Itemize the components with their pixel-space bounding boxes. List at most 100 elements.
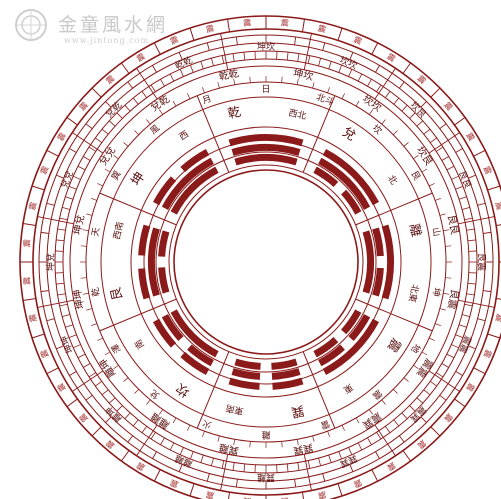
tick-mark (97, 338, 102, 341)
tick-mark (170, 74, 174, 81)
outer-cell-glyph: 震 (385, 460, 397, 472)
tick-mark (78, 166, 85, 170)
outer-cell-glyph: 震 (22, 239, 32, 248)
outer-cell-glyph: 震 (482, 165, 493, 176)
tick-mark (134, 389, 138, 393)
named-label: 風 (148, 123, 162, 137)
tick-mark (201, 61, 203, 69)
cell-divider (455, 117, 466, 125)
direction-label: 北 (385, 173, 399, 187)
cell-divider (228, 492, 230, 499)
tick-mark (95, 138, 101, 143)
cell-divider (295, 479, 296, 487)
tick-mark (250, 77, 251, 83)
tick-mark (187, 93, 190, 98)
tick-mark (146, 400, 150, 405)
tick-mark (462, 207, 470, 209)
tick-mark (91, 198, 97, 200)
trigram-line-broken (272, 378, 303, 390)
trigram-line-broken (138, 225, 150, 256)
tick-mark (211, 58, 213, 66)
cell-divider (154, 470, 160, 482)
tick-mark (468, 240, 476, 241)
tick-mark (319, 58, 321, 66)
tick-mark (467, 294, 475, 295)
outer-cell-glyph: 震 (56, 131, 68, 143)
tick-mark (125, 413, 130, 419)
cell-divider (399, 436, 404, 442)
tick-mark (467, 229, 475, 230)
tick-mark (109, 398, 115, 403)
tick-mark (442, 364, 449, 368)
cell-divider (474, 150, 486, 156)
tick-mark (124, 378, 129, 382)
tick-mark (95, 381, 101, 386)
outer-cell-glyph: 震 (352, 478, 363, 489)
pair-label: 坤坎 (257, 41, 275, 53)
pair-label: 坤坤 (70, 288, 87, 310)
tick-mark (65, 325, 73, 327)
tick-mark (105, 352, 110, 355)
named-label: 雷 (319, 417, 331, 430)
trigram-name-label: 艮 (109, 286, 126, 302)
tick-mark (83, 364, 90, 368)
pair-label: 震震 (456, 334, 473, 355)
cell-divider (440, 395, 446, 400)
tick-mark (222, 56, 224, 64)
tick-mark (329, 61, 331, 69)
named-label: 震 (370, 387, 384, 401)
cell-divider (496, 298, 501, 300)
outer-cell-glyph: 震 (482, 348, 493, 359)
cell-divider (488, 334, 500, 338)
cell-divider (190, 484, 194, 496)
tick-mark (462, 315, 470, 317)
cell-divider (128, 82, 133, 88)
tick-mark (81, 278, 87, 279)
direction-label: 西 (177, 129, 191, 143)
cell-divider (478, 319, 486, 321)
tick-mark (78, 354, 85, 358)
outer-cell-glyph: 震 (317, 490, 327, 499)
cell-divider (338, 484, 342, 496)
cell-divider (41, 291, 49, 292)
compass-ring (156, 152, 376, 372)
named-label: 澤 (110, 342, 124, 355)
outer-cell-glyph: 震 (169, 35, 180, 46)
tick-mark (459, 325, 467, 327)
cell-divider (372, 470, 378, 482)
tick-mark (62, 207, 70, 209)
tick-mark (422, 169, 427, 172)
tick-mark (394, 98, 399, 104)
tick-mark (382, 400, 386, 405)
cell-divider (323, 43, 325, 51)
trigram-line-broken (138, 268, 150, 299)
tick-mark (60, 218, 68, 220)
compass-ring (63, 59, 469, 465)
tick-mark (134, 130, 138, 134)
tick-mark (430, 138, 436, 143)
tick-mark (244, 52, 245, 60)
cell-divider (403, 63, 411, 74)
tick-mark (62, 315, 70, 317)
cell-divider (41, 232, 49, 233)
trigram-line-solid (382, 225, 394, 300)
cell-divider (236, 37, 237, 45)
outer-cell-glyph: 震 (28, 201, 39, 211)
trigram-name-label: 離 (406, 222, 423, 238)
tick-mark (83, 157, 90, 161)
tick-mark (430, 381, 436, 386)
tick-mark (308, 461, 310, 469)
tick-mark (402, 105, 407, 111)
pair-label: 離離 (173, 452, 194, 470)
trigram-name-label: 坎 (174, 380, 193, 400)
outer-cell-glyph: 震 (205, 24, 215, 35)
cell-divider (23, 298, 36, 300)
cell-divider (190, 28, 194, 40)
tick-mark (65, 197, 73, 199)
compass-ring (169, 165, 363, 359)
tick-mark (298, 463, 299, 471)
cell-divider (154, 43, 160, 55)
outer-cell-glyph: 震 (494, 201, 501, 211)
tick-mark (170, 443, 174, 450)
tick-mark (319, 458, 321, 466)
